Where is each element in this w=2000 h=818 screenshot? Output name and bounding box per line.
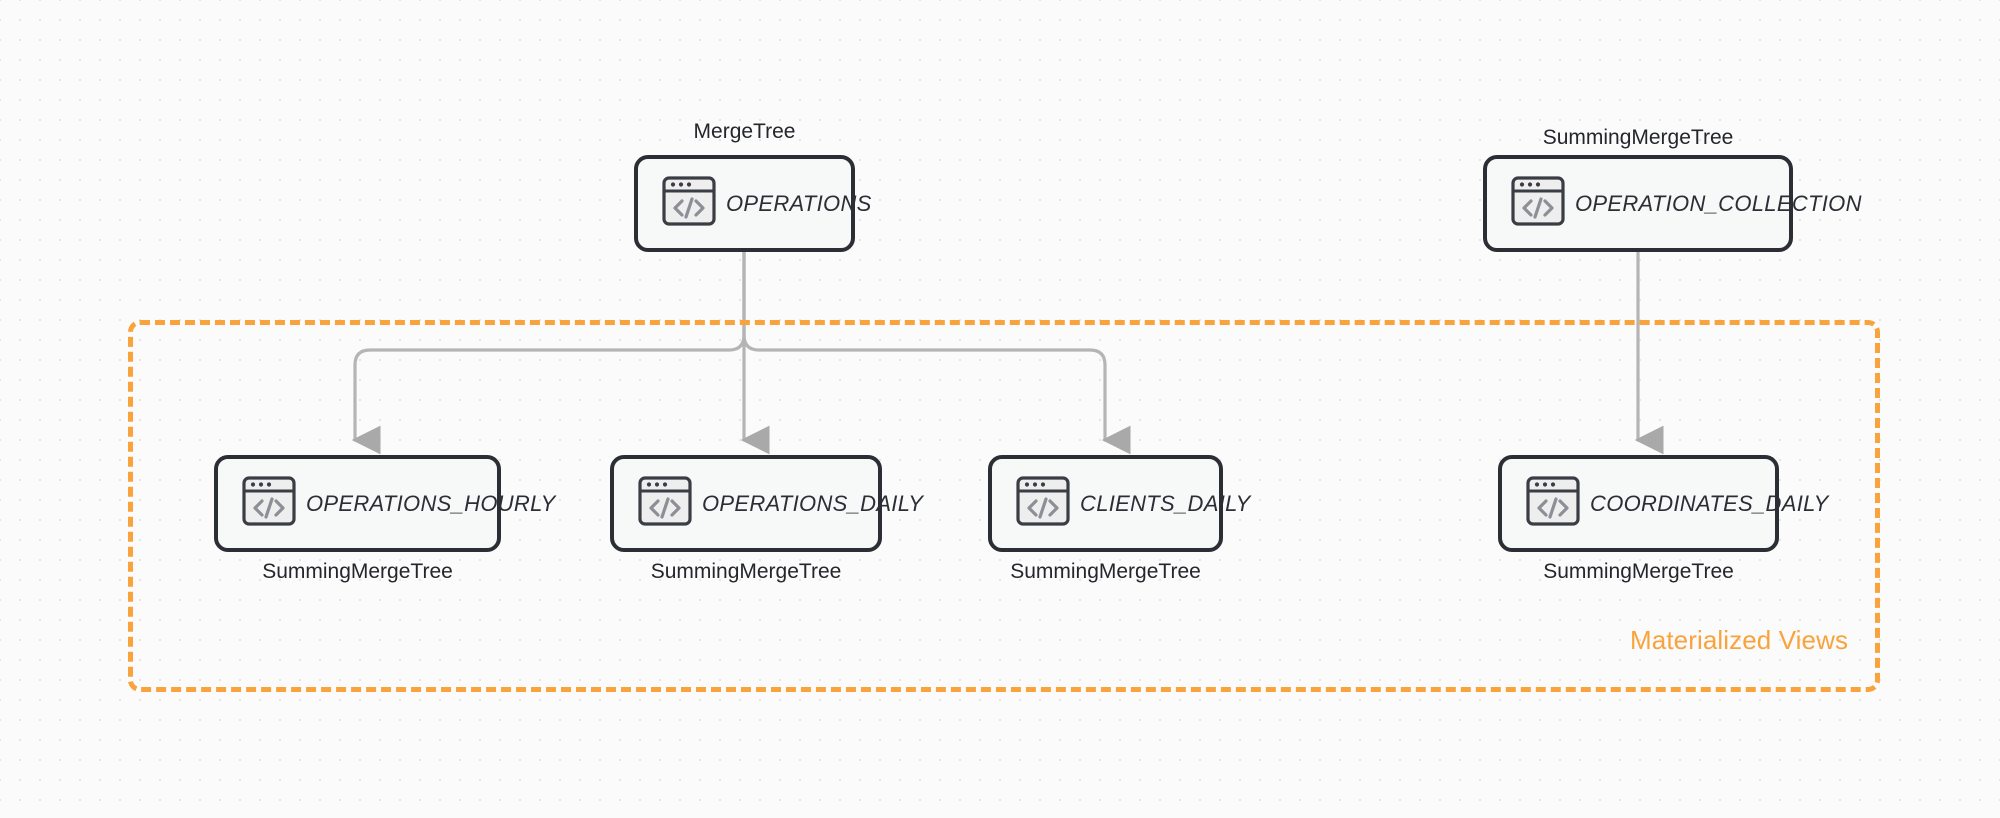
code-window-icon — [242, 476, 296, 531]
engine-label-operations-hourly: SummingMergeTree — [262, 560, 453, 583]
node-title-operations: OPERATIONS — [726, 190, 872, 216]
engine-label-operations: MergeTree — [693, 120, 796, 143]
node-operations[interactable]: OPERATIONS — [634, 155, 871, 252]
engine-label-operation-collection: SummingMergeTree — [1542, 126, 1734, 149]
node-coordinates-daily[interactable]: COORDINATES_DAILY — [1498, 455, 1828, 552]
code-window-icon — [1526, 476, 1580, 531]
engine-label-clients-daily: SummingMergeTree — [1010, 560, 1201, 583]
code-window-icon — [638, 476, 692, 531]
node-title-operations-daily: OPERATIONS_DAILY — [702, 490, 924, 516]
materialized-views-label: Materialized Views — [1630, 625, 1849, 655]
code-window-icon — [1511, 176, 1565, 231]
node-title-clients-daily: CLIENTS_DAILY — [1080, 490, 1251, 516]
node-operations-hourly[interactable]: OPERATIONS_HOURLY — [214, 455, 555, 552]
code-window-icon — [1016, 476, 1070, 531]
code-window-icon — [662, 176, 716, 231]
engine-label-coordinates-daily: SummingMergeTree — [1543, 560, 1734, 583]
engine-label-operations-daily: SummingMergeTree — [650, 560, 842, 583]
node-clients-daily[interactable]: CLIENTS_DAILY — [988, 455, 1250, 552]
node-title-operation-collection: OPERATION_COLLECTION — [1575, 190, 1862, 216]
node-operation-collection[interactable]: OPERATION_COLLECTION — [1483, 155, 1861, 252]
node-operations-daily[interactable]: OPERATIONS_DAILY — [610, 455, 923, 552]
node-title-coordinates-daily: COORDINATES_DAILY — [1590, 490, 1829, 516]
node-title-operations-hourly: OPERATIONS_HOURLY — [306, 490, 556, 516]
